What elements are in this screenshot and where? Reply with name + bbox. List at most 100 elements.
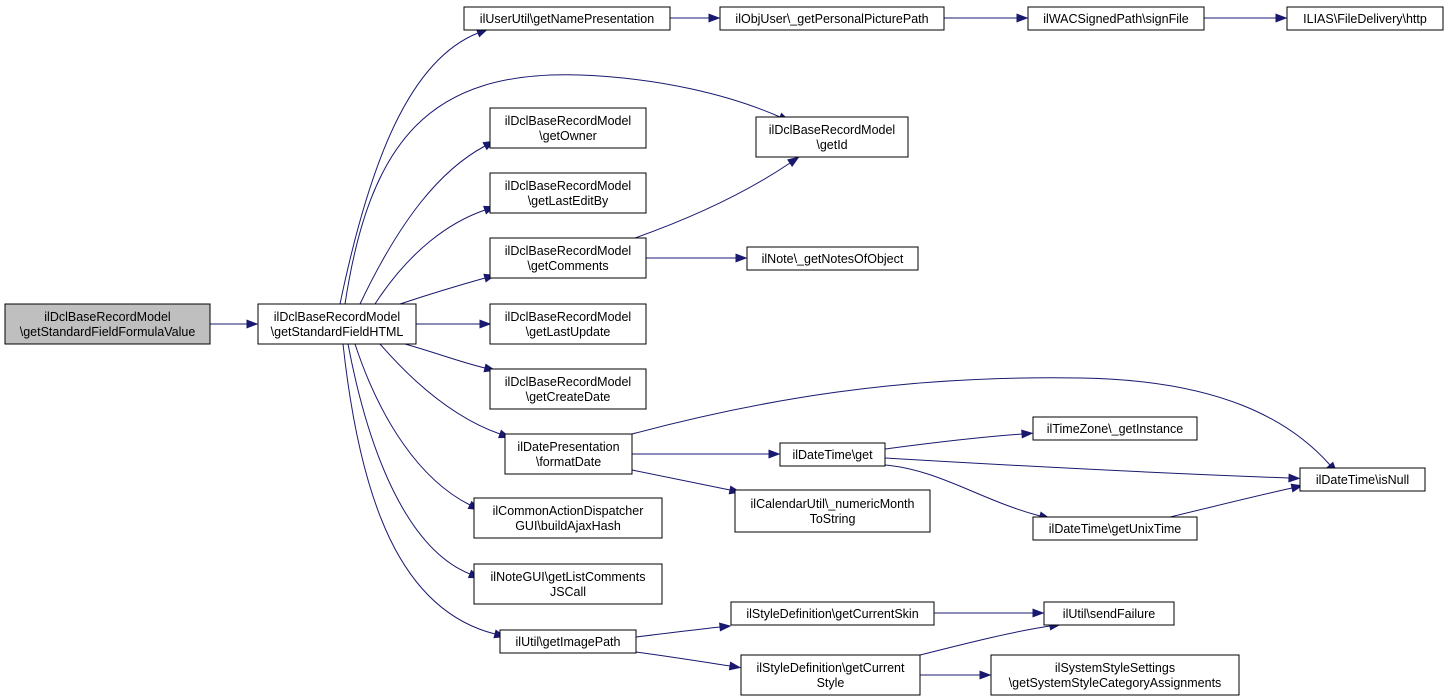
node-http[interactable]: ILIAS\FileDelivery\http [1286,6,1444,31]
node-label-line: ilDateTime\isNull [1316,473,1409,487]
edge-line [635,626,721,638]
node-dtget[interactable]: ilDateTime\get [779,442,886,467]
node-label-line: ilDclBaseRecordModel [505,375,631,389]
node-label-line: \getComments [527,259,608,273]
node-lastedit[interactable]: ilDclBaseRecordModel\getLastEditBy [489,172,647,214]
edge-line [631,469,731,491]
node-box [4,303,211,345]
node-createdate[interactable]: ilDclBaseRecordModel\getCreateDate [489,368,647,410]
edge-comments-to-getid [634,156,800,239]
edge-line [884,464,1041,517]
edge-dtget-to-tzinst [884,429,1034,450]
node-namepres[interactable]: ilUserUtil\getNamePresentation [463,6,671,31]
arrow-head-icon [768,449,781,459]
edge-formatdate-to-isnull [631,377,1338,474]
node-box [730,601,935,626]
node-formatdate[interactable]: ilDatePresentation\formatDate [504,433,633,475]
edge-html-to-comments [399,273,496,305]
node-box [473,563,663,605]
node-box [499,629,637,654]
node-label-line: ilDclBaseRecordModel [505,310,631,324]
edge-line [1169,487,1293,518]
node-box [257,303,417,345]
node-label-line: ilUserUtil\getNamePresentation [480,12,654,26]
edge-html-to-ajaxhash [354,343,481,511]
node-box [990,654,1240,696]
node-box [1286,6,1444,31]
node-box [1032,516,1198,541]
edge-line [354,343,471,506]
call-graph-nodes: ilDclBaseRecordModel\getStandardFieldFor… [4,6,1444,696]
arrow-head-icon [1290,483,1304,493]
arrow-head-icon [1275,13,1288,23]
node-box [740,654,921,696]
node-root[interactable]: ilDclBaseRecordModel\getStandardFieldFor… [4,303,211,345]
node-tzinst[interactable]: ilTimeZone\_getInstance [1032,416,1198,441]
node-getid[interactable]: ilDclBaseRecordModel\getId [755,116,909,158]
edge-curskin-to-sendfailure [934,608,1045,618]
node-label-line: \getOwner [539,129,597,143]
node-label-line: \getCreateDate [526,390,611,404]
edge-html-to-owner [359,140,496,305]
node-label-line: ilStyleDefinition\getCurrent [757,661,906,675]
node-box [779,442,886,467]
edge-line [399,277,486,305]
node-syscat[interactable]: ilSystemStyleSettings\getSystemStyleCate… [990,654,1240,696]
edge-line [374,209,486,305]
edge-line [631,377,1331,466]
node-sendfailure[interactable]: ilUtil\sendFailure [1043,601,1175,626]
node-curskin[interactable]: ilStyleDefinition\getCurrentSkin [730,601,935,626]
node-label-line: ilDclBaseRecordModel [769,123,895,137]
node-comments[interactable]: ilDclBaseRecordModel\getComments [489,237,647,279]
edge-curstyle-to-sendfailure [919,621,1062,656]
edge-html-to-createdate [404,343,497,373]
node-imagepath[interactable]: ilUtil\getImagePath [499,629,637,654]
edge-line [359,145,486,305]
edge-imagepath-to-curstyle [635,651,742,671]
arrow-head-icon [1016,13,1029,23]
node-signfile[interactable]: ilWACSignedPath\signFile [1027,6,1205,31]
node-label-line: JSCall [550,585,586,599]
node-label-line: \getLastEditBy [528,194,609,208]
edge-imagepath-to-curskin [635,622,732,638]
node-notes[interactable]: ilNote\_getNotesOfObject [746,246,919,271]
node-label-line: ilCommonActionDispatcher [493,504,644,518]
arrow-head-icon [728,661,742,671]
edge-comments-to-notes [646,253,748,263]
node-label-line: ilDclBaseRecordModel [274,310,400,324]
edge-line [404,343,486,369]
node-label-line: GUI\buildAjaxHash [515,519,621,533]
node-ajaxhash[interactable]: ilCommonActionDispatcherGUI\buildAjaxHas… [473,497,663,539]
edge-signfile-to-http [1204,13,1288,23]
node-label-line: ilUtil\sendFailure [1063,607,1155,621]
node-label-line: ilCalendarUtil\_numericMonth [751,497,915,511]
edge-line [339,32,479,305]
node-label-line: ilUtil\getImagePath [516,635,621,649]
node-label-line: ilDclBaseRecordModel [505,179,631,193]
edge-picpath-to-signfile [944,13,1029,23]
edge-html-to-lastupdate [416,319,492,329]
node-isnull[interactable]: ilDateTime\isNull [1299,467,1426,492]
node-box [746,246,919,271]
node-label-line: ILIAS\FileDelivery\http [1303,12,1427,26]
arrow-head-icon [708,13,721,23]
node-box [755,116,909,158]
node-unixtime[interactable]: ilDateTime\getUnixTime [1032,516,1198,541]
edge-line [344,74,781,305]
arrow-head-icon [1288,473,1301,483]
node-owner[interactable]: ilDclBaseRecordModel\getOwner [489,107,647,149]
edge-namepres-to-picpath [670,13,721,23]
edge-formatdate-to-calutil [631,469,742,495]
node-lastupdate[interactable]: ilDclBaseRecordModel\getLastUpdate [489,303,647,345]
node-html[interactable]: ilDclBaseRecordModel\getStandardFieldHTM… [257,303,417,345]
node-picpath[interactable]: ilObjUser\_getPersonalPicturePath [719,6,945,31]
node-box [489,107,647,149]
node-box [734,489,931,533]
node-label-line: ilDateTime\getUnixTime [1049,522,1181,536]
node-box [504,433,633,475]
arrow-head-icon [1021,429,1034,439]
edge-root-to-html [210,319,259,329]
